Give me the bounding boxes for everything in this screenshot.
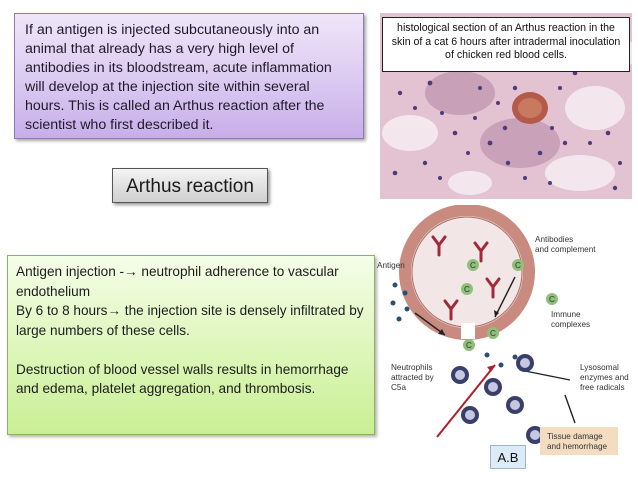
svg-text:enzymes and: enzymes and (580, 373, 629, 382)
author-initials-text: A.B (497, 450, 519, 465)
arrow-antigen (414, 312, 446, 336)
photo-caption: histological section of an Arthus reacti… (382, 17, 630, 72)
svg-text:and hemorrhage: and hemorrhage (547, 442, 608, 451)
antigen-label: Antigen (377, 261, 405, 270)
svg-text:C5a: C5a (391, 383, 406, 392)
antibodies-label: Antibodies (535, 235, 573, 244)
antibody-icon (431, 235, 501, 321)
arrow-lysosomal (519, 369, 571, 381)
red-arrow (436, 364, 496, 438)
svg-text:C: C (515, 261, 521, 270)
immune-complexes-label: Immune (551, 310, 581, 319)
arrow-damage (564, 394, 576, 424)
svg-text:attracted by: attracted by (391, 373, 435, 382)
title-box: Arthus reaction (112, 168, 268, 203)
svg-text:C: C (464, 285, 470, 294)
arthus-diagram: C C C C C C (375, 204, 633, 475)
svg-text:C: C (466, 341, 472, 350)
mechanism-box: Antigen injection -→ neutrophil adherenc… (7, 255, 375, 435)
slide-title: Arthus reaction (126, 176, 254, 197)
svg-text:free radicals: free radicals (580, 383, 625, 392)
svg-text:and complement: and complement (535, 245, 596, 254)
neutrophils-label: Neutrophils (391, 363, 432, 372)
definition-box: If an antigen is injected subcutaneously… (14, 13, 364, 139)
photo-caption-text: histological section of an Arthus reacti… (391, 22, 621, 61)
svg-text:complexes: complexes (551, 320, 590, 329)
svg-text:C: C (549, 295, 555, 304)
definition-text: If an antigen is injected subcutaneously… (25, 22, 332, 133)
blood-vessel (399, 204, 535, 340)
tissue-damage-box (540, 427, 618, 455)
lysosomal-label: Lysosomal (580, 363, 619, 372)
svg-text:C: C (470, 261, 476, 270)
svg-text:C: C (490, 329, 496, 338)
mechanism-line-2: By 6 to 8 hours→ the injection site is d… (16, 303, 364, 338)
author-initials: A.B (490, 445, 526, 469)
mechanism-line-1: Antigen injection -→ neutrophil adherenc… (16, 264, 339, 299)
neutrophil-icon (451, 354, 544, 444)
mechanism-line-3: Destruction of blood vessel walls result… (16, 361, 349, 397)
complement-icon (461, 259, 558, 351)
antigen-dots (390, 282, 518, 368)
arrow-complex (494, 276, 516, 318)
tissue-damage-label: Tissue damage (547, 432, 603, 441)
